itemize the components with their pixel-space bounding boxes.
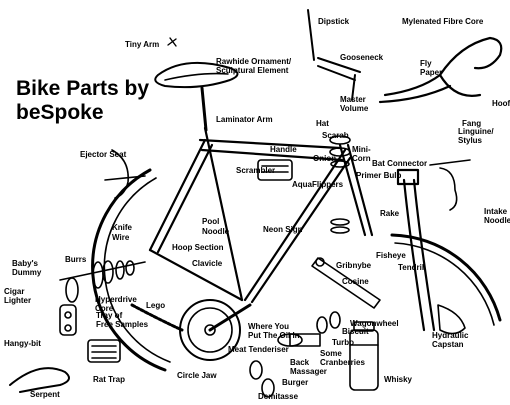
label-knife-wire-1: Knife — [112, 223, 133, 232]
label-hydraulic-capstan-2: Capstan — [432, 340, 464, 349]
diagram-title: Bike Parts by beSpoke — [16, 77, 149, 125]
label-some-cranberries-1: Some — [320, 349, 342, 358]
label-cigar-lighter-1: Cigar — [4, 287, 24, 296]
label-gribnybe: Gribnybe — [336, 261, 372, 270]
label-back-massager-1: Back — [290, 358, 310, 367]
headset-stack — [329, 135, 351, 234]
bike-frame — [148, 126, 374, 304]
label-paper: Paper — [420, 68, 442, 77]
label-linguine-1: Linguine/ — [458, 127, 494, 136]
label-bat-connector: Bat Connector — [372, 159, 427, 168]
label-hoof: Hoof — [492, 99, 510, 108]
label-hydraulic-capstan-1: Hydraulic — [432, 331, 469, 340]
label-fang: Fang — [462, 119, 481, 128]
label-burrs: Burrs — [65, 255, 87, 264]
title-line-2: beSpoke — [16, 101, 104, 124]
label-hyperdrive-core-1: Hyperdrive — [95, 295, 137, 304]
callout-labels: Tiny Arm Dipstick Mylenated Fibre CoreRawh… — [4, 17, 510, 401]
label-biscuit: Biscuit — [342, 327, 369, 336]
label-tendril: Tendril — [398, 263, 424, 272]
label-master-volume-1: Master — [340, 95, 366, 104]
label-whisky: Whisky — [384, 375, 413, 384]
label-gooseneck: Gooseneck — [340, 53, 384, 62]
label-pool-noodle-2: Noodle — [202, 227, 230, 236]
label-burger: Burger — [282, 378, 308, 387]
chain — [130, 303, 184, 332]
fork — [396, 168, 436, 332]
label-hat: Hat — [316, 119, 329, 128]
label-circle-jaw: Circle Jaw — [177, 371, 217, 380]
front-brake — [429, 159, 471, 211]
label-where-you-2: Put The Oil In — [248, 331, 300, 340]
label-turbo: Turbo — [332, 338, 354, 347]
label-babys-dummy-2: Dummy — [12, 268, 42, 277]
label-mini-corn-1: Mini- — [352, 145, 371, 154]
stem — [307, 9, 361, 101]
label-tray-samples-1: Tray of — [96, 311, 123, 320]
label-dipstick: Dipstick — [318, 17, 350, 26]
label-wagonwheel: Wagonwheel — [350, 319, 399, 328]
label-knife-wire-2: Wire — [112, 233, 130, 242]
label-cigar-lighter-2: Lighter — [4, 296, 31, 305]
label-where-you-1: Where You — [248, 322, 289, 331]
label-rat-trap: Rat Trap — [93, 375, 125, 384]
label-scrambler: Scrambler — [236, 166, 275, 175]
capstan — [437, 304, 466, 335]
bottom-bracket-parts — [249, 311, 341, 398]
label-tiny-arm: Tiny Arm — [125, 40, 159, 49]
label-cosine: Cosine — [342, 277, 369, 286]
crank-arm — [311, 257, 381, 309]
label-ejector-seat: Ejector Seat — [80, 150, 127, 159]
label-demitasse: Demitasse — [258, 392, 299, 401]
label-back-massager-2: Massager — [290, 367, 327, 376]
handlebar — [378, 36, 503, 104]
label-fly: Fly — [420, 59, 432, 68]
label-laminator-arm: Laminator Arm — [216, 115, 273, 124]
label-mini-corn-2: Corn — [352, 154, 371, 163]
water-bottle — [349, 321, 379, 391]
label-lego: Lego — [146, 301, 165, 310]
rear-hub — [59, 260, 146, 303]
title-line-1: Bike Parts by — [16, 77, 150, 100]
label-rawhide-ornament-2: Sculptural Element — [216, 66, 289, 75]
pedal — [87, 339, 121, 363]
label-scarab: Scarab — [322, 131, 349, 140]
label-mylenated-fibre-core: Mylenated Fibre Core — [402, 17, 484, 26]
label-babys-dummy-1: Baby's — [12, 259, 38, 268]
label-rake: Rake — [380, 209, 400, 218]
label-hangy-bit: Hangy-bit — [4, 339, 41, 348]
label-some-cranberries-2: Cranberries — [320, 358, 365, 367]
label-rawhide-ornament-1: Rawhide Ornament/ — [216, 57, 292, 66]
cable — [9, 367, 70, 393]
label-intake-noodle-1: Intake — [484, 207, 508, 216]
label-meat-tenderiser: Meat Tenderiser — [228, 345, 289, 354]
label-hoop-section: Hoop Section — [172, 243, 224, 252]
label-hyperdrive-core-2: Core — [95, 304, 114, 313]
label-linguine-2: Stylus — [458, 136, 483, 145]
label-neon-sign: Neon Sign — [263, 225, 303, 234]
tiny-arm-part — [167, 37, 177, 47]
derailleur — [59, 304, 77, 336]
frame-pedal — [257, 159, 293, 181]
label-serpent: Serpent — [30, 390, 60, 399]
label-clavicle: Clavicle — [192, 259, 223, 268]
front-wheel — [390, 233, 502, 326]
saddle — [154, 61, 239, 132]
rear-brake — [104, 149, 146, 199]
label-master-volume-2: Volume — [340, 104, 369, 113]
label-handle: Handle — [270, 145, 297, 154]
label-aquaflippers: AquaFlippers — [292, 180, 344, 189]
label-fisheye: Fisheye — [376, 251, 406, 260]
label-tray-samples-2: Free Samples — [96, 320, 149, 329]
label-pool-noodle-1: Pool — [202, 217, 219, 226]
label-intake-noodle-2: Noodle — [484, 216, 510, 225]
label-onion: Onion — [313, 154, 336, 163]
label-primer-bulb: Primer Bulb — [356, 171, 401, 180]
